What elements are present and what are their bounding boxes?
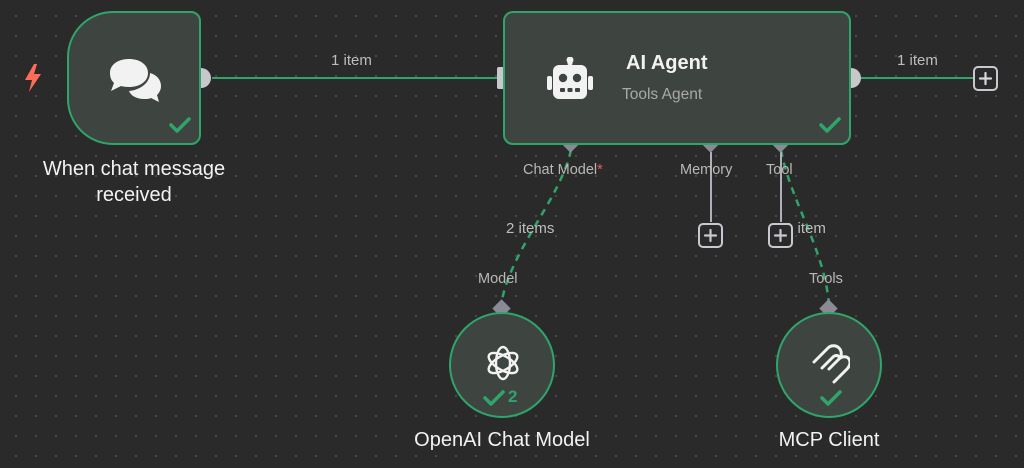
run-count-badge: 2 xyxy=(508,387,518,406)
mcp-output-port-label: Tools xyxy=(809,271,843,287)
chat-model-port-text: Chat Model xyxy=(523,162,598,178)
check-icon xyxy=(483,390,505,406)
memory-port-label: Memory xyxy=(680,162,733,178)
chat-trigger-node[interactable] xyxy=(67,11,201,145)
lightning-bolt-icon xyxy=(25,64,41,92)
openai-output-port-label: Model xyxy=(478,271,518,287)
add-next-node-button[interactable] xyxy=(973,66,998,91)
ai-agent-node[interactable] xyxy=(503,11,851,145)
plus-icon xyxy=(978,71,993,86)
plus-icon xyxy=(773,228,788,243)
check-icon xyxy=(169,117,191,133)
chat-model-port-label: Chat Model* xyxy=(523,162,603,178)
ai-agent-title: AI Agent xyxy=(626,52,708,74)
plus-icon xyxy=(703,228,718,243)
connection-label-agent-output: 1 item xyxy=(897,52,938,69)
check-icon xyxy=(819,117,841,133)
mcp-node-label: MCP Client xyxy=(778,429,880,451)
required-marker: * xyxy=(597,162,603,178)
robot-icon xyxy=(547,57,593,99)
tool-port-label: Tool xyxy=(766,162,793,178)
mcp-logo-icon xyxy=(812,344,850,384)
openai-chat-model-node[interactable]: 2 xyxy=(449,312,555,418)
check-icon xyxy=(820,390,842,406)
add-tool-button[interactable] xyxy=(768,223,793,248)
trigger-node-label: When chat message received xyxy=(42,158,226,206)
connection-label-model: 2 items xyxy=(506,220,555,237)
connection-model-link[interactable] xyxy=(499,149,573,306)
add-memory-button[interactable] xyxy=(698,223,723,248)
ai-agent-subtitle: Tools Agent xyxy=(622,86,703,103)
mcp-client-node[interactable] xyxy=(776,312,882,418)
openai-node-label: OpenAI Chat Model xyxy=(414,429,590,451)
chat-bubbles-icon xyxy=(110,59,161,102)
connection-tool-link[interactable] xyxy=(779,149,831,306)
connection-label-trigger-agent: 1 item xyxy=(331,52,372,69)
openai-logo-icon xyxy=(487,345,519,381)
connection-label-tool: 1 item xyxy=(785,220,826,237)
